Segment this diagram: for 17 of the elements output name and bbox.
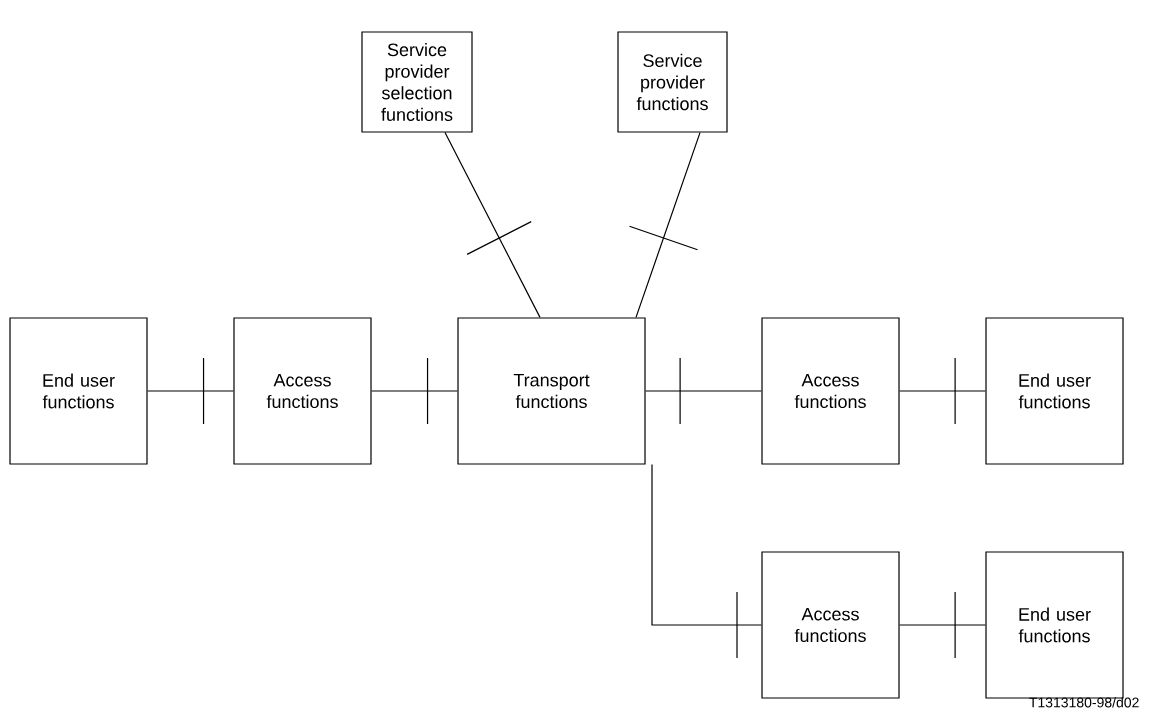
connector-line	[444, 132, 541, 318]
connector-line	[899, 357, 986, 425]
connector-line	[651, 464, 762, 659]
connector-line	[371, 357, 458, 425]
function-box: Service provider selection functions	[361, 31, 473, 133]
connector-line	[147, 357, 234, 425]
connector-line	[899, 591, 986, 659]
function-box: Access functions	[761, 317, 900, 465]
figure-number: T1313180-98/d02	[1029, 697, 1139, 708]
function-box: Access functions	[233, 317, 372, 465]
function-box: Access functions	[761, 551, 900, 699]
connector-line	[628, 132, 701, 318]
function-box: End user functions	[985, 317, 1124, 465]
function-box: Service provider functions	[617, 31, 728, 133]
connector-line	[645, 357, 762, 425]
function-box: Transport functions	[457, 317, 646, 465]
function-box: End user functions	[9, 317, 148, 465]
